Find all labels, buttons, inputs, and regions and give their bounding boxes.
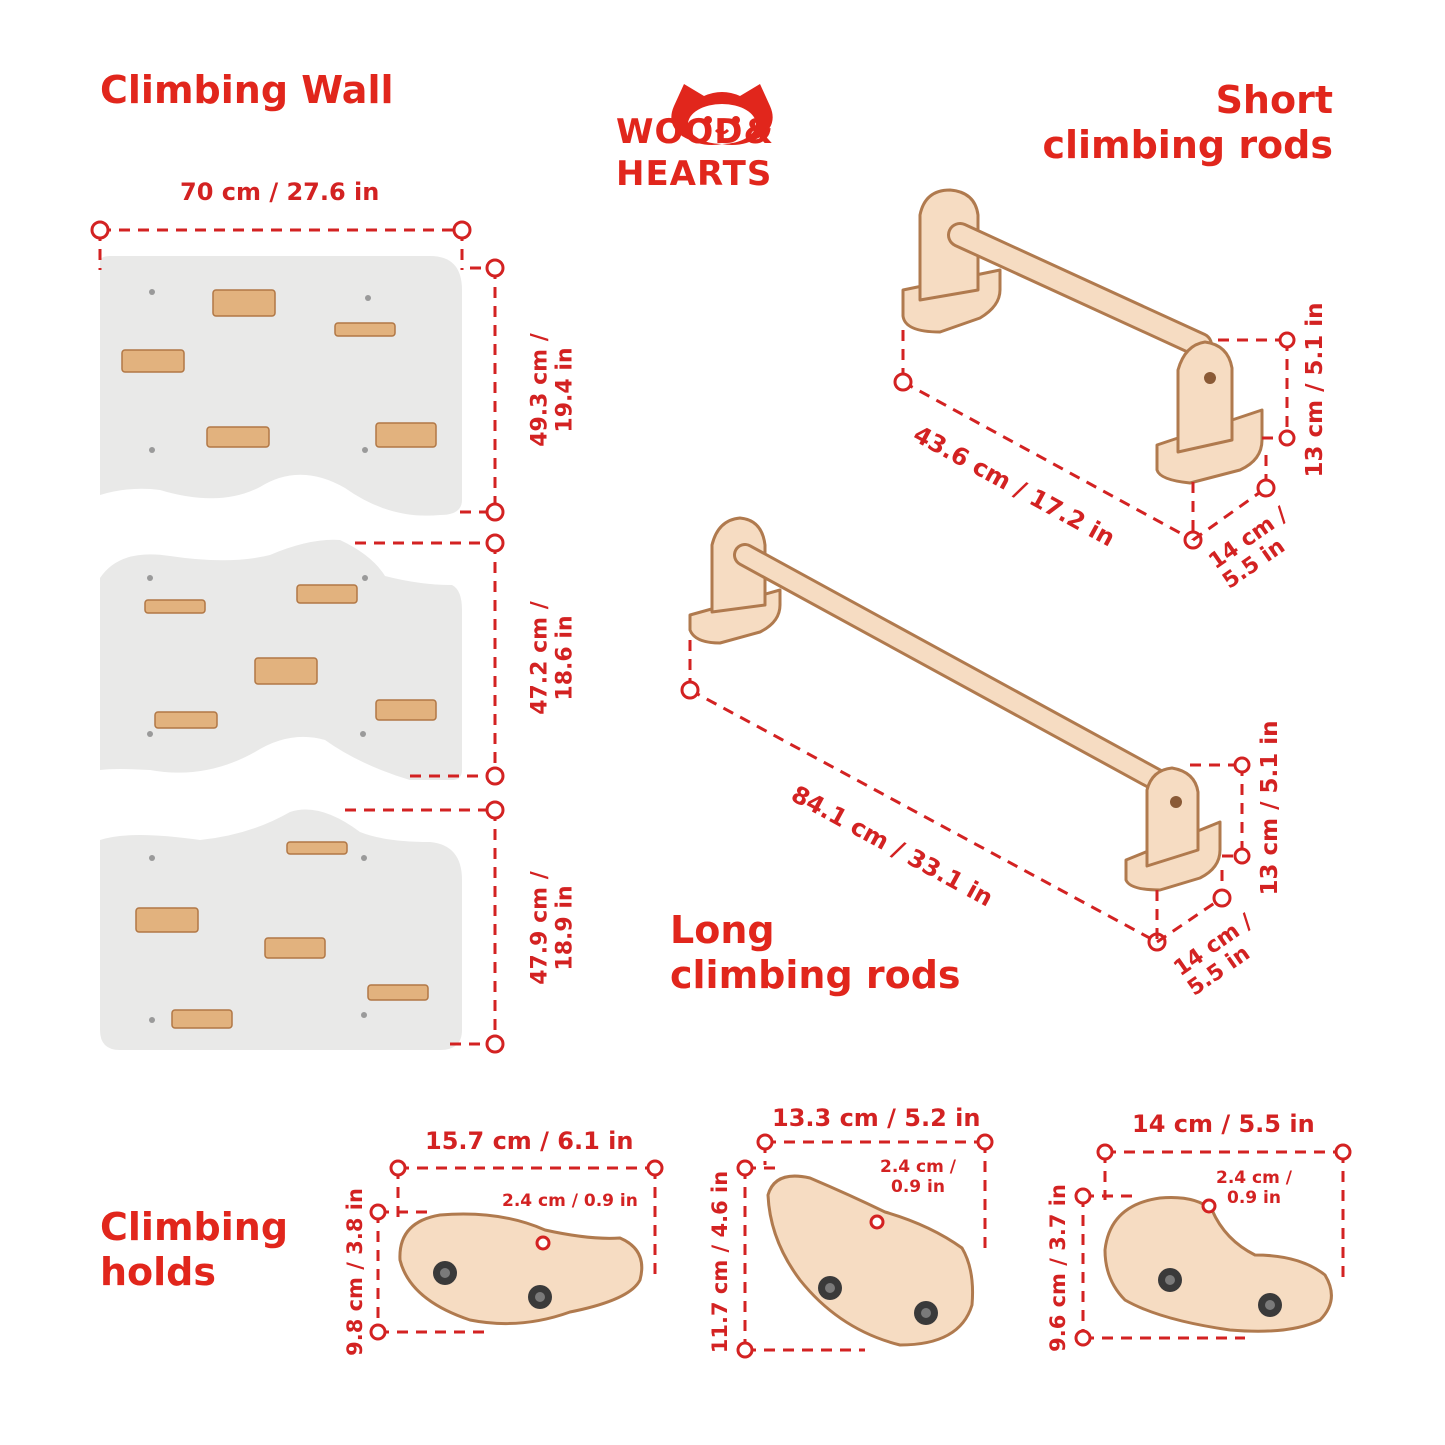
climbing-wall-title: Climbing Wall — [100, 68, 394, 112]
climbing-holds-title-line-2: holds — [100, 1249, 217, 1294]
wall-panel-1-height-label: 49.3 cm / 19.4 in — [528, 333, 579, 447]
wall-panel-3-height-line-2: 18.9 in — [553, 885, 578, 971]
climbing-holds-title: Climbing holds — [100, 1205, 288, 1295]
brand-logo: WOOD& HEARTS — [612, 78, 832, 208]
wall-panel-1-height-line-2: 19.4 in — [553, 347, 578, 433]
long-rods-title: Long climbing rods — [670, 908, 961, 998]
hold-3-thickness-line-1: 2.4 cm / — [1216, 1168, 1292, 1188]
wall-panel-1 — [100, 256, 462, 516]
hold-2-thickness-line-1: 2.4 cm / — [880, 1157, 956, 1177]
wall-panel-2-height-line-1: 47.2 cm / — [527, 601, 553, 715]
hold-3-width-label: 14 cm / 5.5 in — [1132, 1110, 1315, 1138]
hold-1-thickness-label: 2.4 cm / 0.9 in — [502, 1191, 638, 1211]
wall-panel-3-height-line-1: 47.9 cm / — [527, 871, 553, 985]
climbing-hold-3-dimensions — [1074, 1143, 1352, 1347]
climbing-holds-title-line-1: Climbing — [100, 1205, 289, 1249]
climbing-hold-1-dimensions — [369, 1159, 664, 1341]
wall-panel-2 — [100, 539, 462, 780]
short-rods-title-line-2: climbing rods — [1042, 122, 1333, 167]
hold-3-thickness-line-2: 0.9 in — [1226, 1188, 1281, 1209]
long-rod-dimension-lines — [680, 640, 1251, 952]
long-rod-illustration — [688, 516, 1222, 892]
hold-1-width-label: 15.7 cm / 6.1 in — [425, 1127, 634, 1155]
wall-width-label: 70 cm / 27.6 in — [180, 178, 380, 206]
wall-panel-3 — [100, 809, 462, 1050]
hold-2-height-label: 11.7 cm / 4.6 in — [707, 1170, 732, 1354]
wall-panel-2-height-line-2: 18.6 in — [553, 615, 578, 701]
brand-line-2: HEARTS — [616, 154, 773, 194]
hold-2-width-label: 13.3 cm / 5.2 in — [772, 1104, 981, 1132]
hold-3-height-label: 9.6 cm / 3.7 in — [1045, 1184, 1070, 1352]
long-rods-title-line-1: Long — [670, 908, 775, 952]
climbing-hold-2-dimensions — [736, 1133, 994, 1359]
short-rods-title: Short climbing rods — [1042, 78, 1333, 168]
short-rod-height-label: 13 cm / 5.1 in — [1301, 302, 1328, 478]
wall-dimension-lines — [90, 220, 505, 1054]
short-rod-illustration — [901, 188, 1264, 485]
short-rod-dimension-lines — [893, 330, 1296, 550]
wall-panel-3-height-label: 47.9 cm / 18.9 in — [528, 871, 579, 985]
climbing-hold-1 — [398, 1212, 644, 1326]
climbing-hold-2 — [766, 1174, 974, 1347]
long-rod-height-label: 13 cm / 5.1 in — [1256, 720, 1283, 896]
wall-panel-1-height-line-1: 49.3 cm / — [527, 333, 553, 447]
long-rods-title-line-2: climbing rods — [670, 952, 961, 997]
red-panda-icon — [671, 84, 773, 145]
wall-panel-2-height-label: 47.2 cm / 18.6 in — [528, 601, 579, 715]
hold-2-thickness-label: 2.4 cm / 0.9 in — [880, 1157, 956, 1198]
hold-2-thickness-line-2: 0.9 in — [890, 1177, 945, 1198]
hold-1-height-label: 9.8 cm / 3.8 in — [342, 1188, 367, 1356]
short-rods-title-line-1: Short — [1215, 78, 1333, 122]
hold-3-thickness-label: 2.4 cm / 0.9 in — [1216, 1168, 1292, 1209]
brand-line-1: WOOD& — [616, 112, 775, 152]
climbing-hold-3 — [1103, 1196, 1333, 1333]
